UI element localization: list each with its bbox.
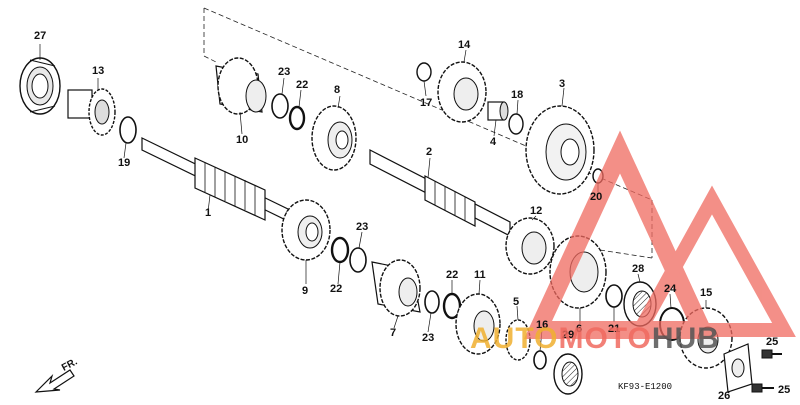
countershaft-2 [369,149,511,237]
callout-24: 24 [664,283,677,295]
watermark-text: AUTOMOTOHUB [470,322,720,356]
callout-9: 9 [302,285,309,297]
washer-17 [416,62,432,82]
callout-17: 17 [420,97,433,109]
callout-11: 11 [474,269,486,281]
callout-22-bottom: 22 [446,269,459,281]
callout-19: 19 [118,157,131,169]
gear-3 [525,105,595,195]
callout-3: 3 [559,78,566,90]
callout-25-upper: 25 [766,336,779,348]
callout-6: 6 [576,323,583,335]
plate-26 [723,343,753,393]
callout-29: 29 [562,329,575,341]
callout-4: 4 [490,136,497,148]
callout-8: 8 [334,84,341,96]
watermark-logo [523,130,796,339]
callout-15: 15 [700,287,713,299]
bearing-29 [553,353,583,395]
bolt-25-upper [761,349,782,359]
gear-12 [505,217,555,275]
callout-7: 7 [390,327,397,339]
callout-28: 28 [632,263,645,275]
callout-26: 26 [718,390,731,402]
gear-5 [505,319,531,361]
gear-8 [311,105,357,171]
mainshaft-1 [141,137,295,224]
watermark-part-2: MOTO [558,322,652,355]
bushing-4 [487,101,509,121]
watermark-part-3: HUB [651,322,720,355]
gear-7 [371,259,421,317]
bearing-27 [19,57,61,115]
callout-18: 18 [511,89,524,101]
gear-10 [215,57,267,115]
callout-27: 27 [34,30,47,42]
callout-16: 16 [536,319,549,331]
callout-12: 12 [530,205,543,217]
bolt-25-lower [751,383,774,393]
washer-22-lower [330,236,350,264]
washer-22-upper [288,105,306,131]
callout-5: 5 [513,296,520,308]
washer-21 [605,284,623,308]
clip-23-lower [349,247,367,273]
callout-2: 2 [426,146,433,158]
callout-25-lower: 25 [778,384,791,396]
gear-9 [281,199,331,261]
gear-14 [437,61,487,123]
clip-23-bottom [424,290,440,314]
callout-13: 13 [92,65,105,77]
clip-23-upper [271,93,289,119]
callout-20: 20 [590,191,603,203]
callout-22-upper: 22 [296,79,309,91]
callout-23-lower: 23 [356,221,369,233]
callout-22-lower: 22 [330,283,343,295]
washer-19 [119,116,137,144]
front-direction-arrow-icon [34,369,75,393]
callout-14: 14 [458,39,471,51]
callout-21: 21 [608,323,621,335]
callout-23-bottom: 23 [422,332,435,344]
gear-13 [67,88,116,136]
callout-10: 10 [236,134,249,146]
washer-18 [508,113,524,135]
callout-1: 1 [205,207,212,219]
watermark-part-1: AUTO [470,322,559,355]
callout-23-upper: 23 [278,66,291,78]
gear-11 [455,293,501,355]
drawing-code: KF93-E1200 [618,382,673,392]
